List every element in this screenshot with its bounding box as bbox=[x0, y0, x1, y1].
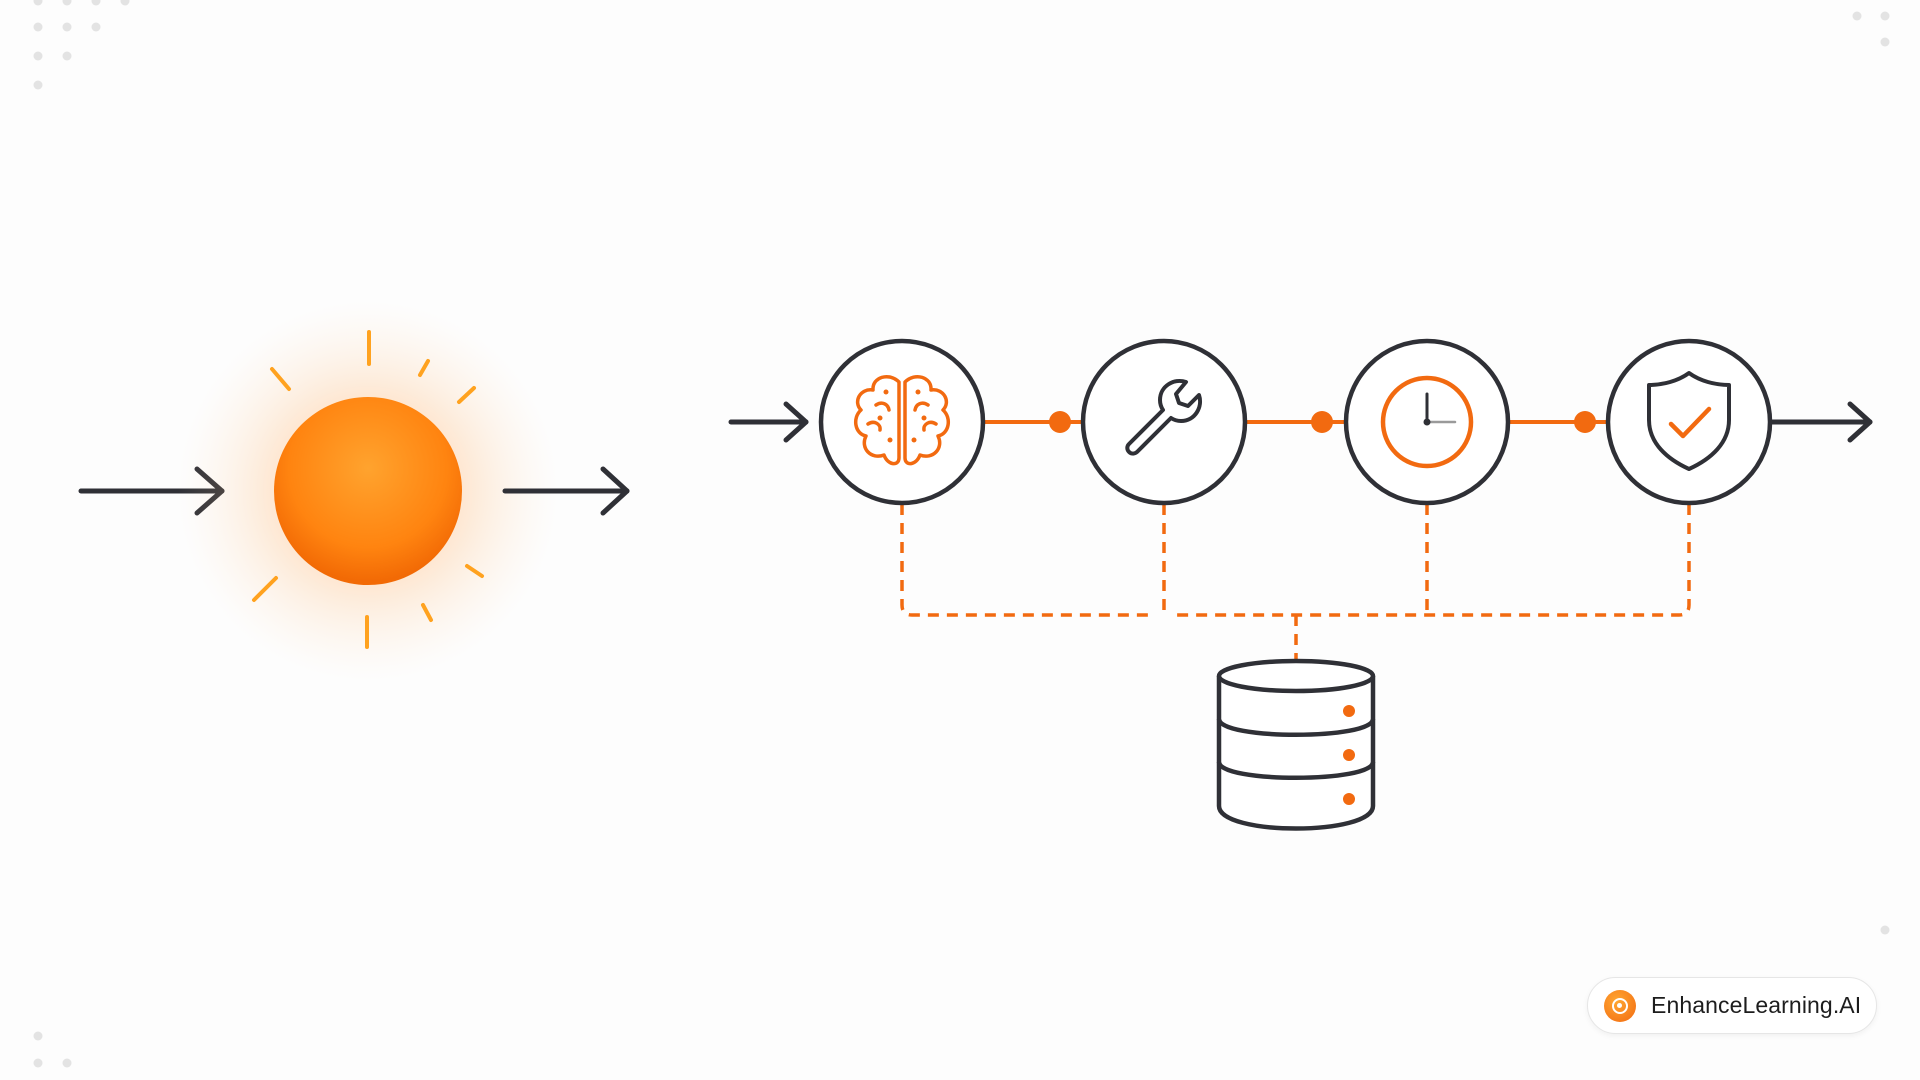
sun-icon bbox=[178, 301, 558, 681]
output-arrow bbox=[502, 466, 630, 516]
node-brain bbox=[818, 338, 986, 506]
shield-check-icon bbox=[1647, 371, 1731, 471]
pipeline-connectors bbox=[983, 411, 1607, 433]
decorative-dots-top-right bbox=[1852, 11, 1890, 47]
connector-dot bbox=[1049, 411, 1071, 433]
wrench-icon bbox=[1125, 379, 1202, 456]
connector-dot bbox=[1574, 411, 1596, 433]
brain-icon bbox=[853, 374, 951, 466]
decorative-dots-top-left bbox=[33, 0, 130, 90]
connector-dot bbox=[1311, 411, 1333, 433]
pipeline-entry-arrow bbox=[728, 401, 809, 443]
node-shield bbox=[1605, 338, 1773, 506]
brand-badge[interactable]: EnhanceLearning.AI bbox=[1587, 977, 1877, 1034]
decorative-dots-bottom-right bbox=[1880, 925, 1890, 935]
node-wrench bbox=[1080, 338, 1248, 506]
node-clock bbox=[1343, 338, 1511, 506]
brand-name: EnhanceLearning.AI bbox=[1651, 992, 1862, 1018]
storage-links bbox=[900, 504, 1691, 663]
target-icon bbox=[1604, 989, 1636, 1022]
clock-icon bbox=[1380, 375, 1474, 469]
database-icon bbox=[1216, 658, 1376, 831]
decorative-dots-bottom-left bbox=[33, 1031, 72, 1068]
pipeline-exit-arrow bbox=[1767, 401, 1873, 443]
